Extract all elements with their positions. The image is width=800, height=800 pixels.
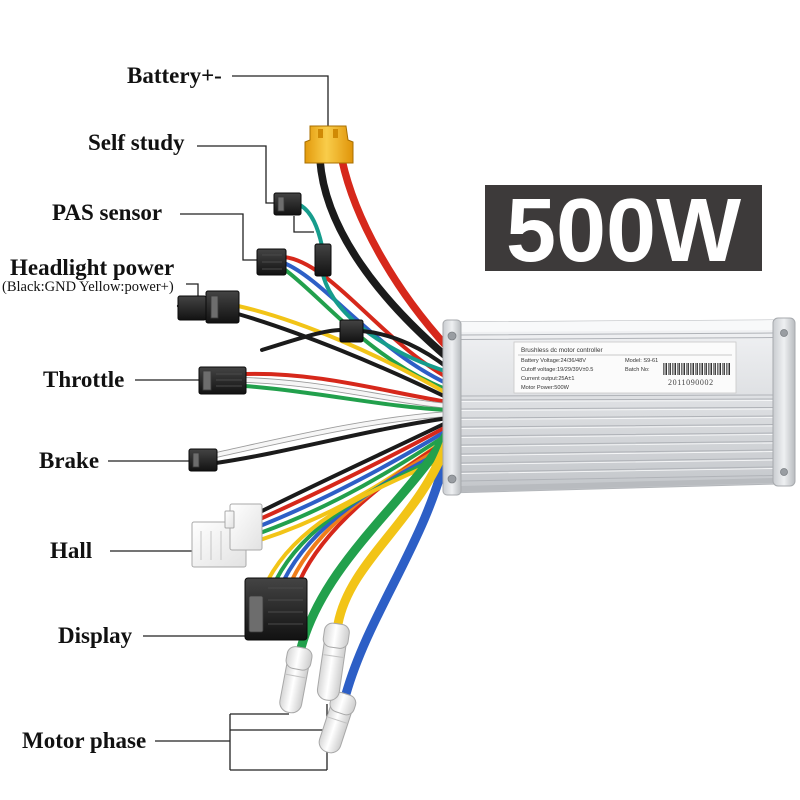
hall-black-wire <box>258 420 450 514</box>
display-ribs <box>268 587 303 625</box>
plug-collar <box>322 622 350 649</box>
plug-seam <box>285 673 306 679</box>
brake-white-wire <box>214 412 450 457</box>
battery-label: Battery+- <box>127 63 222 88</box>
headlight-polarity-note: (Black:GND Yellow:power+) <box>2 279 174 295</box>
throttle-green-wire <box>243 384 450 412</box>
throttle-white-wire <box>243 378 450 408</box>
controller-right-end-cap <box>772 317 796 487</box>
self-study-plug-b <box>314 243 332 277</box>
loop-black-wire-right <box>360 329 450 370</box>
heat-sink-fins <box>460 332 774 482</box>
hall-green-wire <box>258 432 450 535</box>
motor-phase-plug-2 <box>316 622 350 701</box>
headlight-black-wire <box>236 312 450 400</box>
throttle-latch <box>202 370 212 391</box>
hall-latch <box>224 510 235 529</box>
motor-phase-plug-1 <box>279 646 313 714</box>
display-connector <box>244 577 308 641</box>
brake-latch <box>192 452 200 468</box>
plug-seam <box>323 654 344 658</box>
motor-controller-box: Brushless dc motor controller Battery Vo… <box>442 317 796 496</box>
headlight-power-label: Headlight power <box>10 255 174 280</box>
motor-phase-blue-wire <box>341 441 453 699</box>
hall-housing-ribs <box>200 531 222 560</box>
sticker-title: Brushless dc motor controller <box>521 347 603 354</box>
loop-black-wire-left <box>260 328 343 352</box>
sticker-motor-power: Motor Power:500W <box>521 385 570 391</box>
screw-icon <box>447 474 457 484</box>
screw-icon <box>780 329 788 337</box>
controller-bottom-shade <box>461 478 773 492</box>
loop-connector-housing <box>339 319 364 343</box>
headlight-leader-line <box>186 283 199 296</box>
barcode <box>662 363 730 375</box>
motor-phase-leader-bracket <box>155 704 328 771</box>
sticker-batch-label: Batch No: <box>625 367 650 373</box>
spec-sticker: Brushless dc motor controller Battery Vo… <box>513 341 737 394</box>
screw-icon <box>780 468 788 476</box>
throttle-red-wire <box>243 371 450 404</box>
display-label: Display <box>58 623 133 648</box>
motor-phase-plug-3 <box>318 691 357 754</box>
battery-xt60-connector <box>304 125 354 164</box>
motor-phase-label: Motor phase <box>22 728 146 753</box>
plug-collar <box>285 646 313 671</box>
throttle-label: Throttle <box>43 367 124 392</box>
self-study-connector <box>273 192 332 277</box>
power-badge: 500W <box>485 181 762 281</box>
hall-connector <box>191 503 263 568</box>
hall-blue-wire <box>258 428 450 528</box>
pas-blue-wire <box>282 261 450 386</box>
sticker-battery-voltage: Battery Voltage:24/36/48V <box>521 358 586 364</box>
sticker-current-output: Current output:25A±1 <box>521 376 574 382</box>
hall-label: Hall <box>50 538 92 563</box>
xt60-body <box>304 125 354 164</box>
pas-sensor-ribs <box>262 254 282 270</box>
pas-sensor-leader-line <box>180 213 257 261</box>
self-study-leader-branch <box>293 216 314 233</box>
battery-leader-line <box>232 75 329 126</box>
sticker-batch-number: 2011090002 <box>668 378 714 387</box>
battery-positive-wire <box>338 156 452 352</box>
power-badge-text: 500W <box>506 181 741 281</box>
sticker-cutoff-voltage: Cutoff voltage:19/29/39V±0.5 <box>521 367 593 373</box>
self-study-link-wire <box>298 203 324 248</box>
self-study-latch <box>277 196 285 212</box>
headlight-latch <box>210 295 219 319</box>
plug-seam <box>327 716 348 724</box>
xt60-pin-slot <box>333 129 338 138</box>
screw-icon <box>447 331 457 341</box>
headlight-plug-female <box>177 295 207 321</box>
throttle-connector <box>198 366 247 395</box>
display-latch <box>248 595 264 633</box>
xt60-pin-slot <box>318 129 323 138</box>
brake-label: Brake <box>39 448 99 473</box>
sticker-model: Model: S9-61 <box>625 358 658 364</box>
heat-sink-fin-highlights <box>460 400 774 474</box>
pas-sensor-connector <box>256 248 287 276</box>
motor-phase-green-wire <box>296 427 453 653</box>
headlight-connector <box>177 290 240 324</box>
hall-red-wire <box>258 424 450 521</box>
pas-sensor-label: PAS sensor <box>52 200 162 225</box>
battery-negative-wire <box>316 156 452 362</box>
hall-wire-entry <box>229 503 263 551</box>
brake-black-wire <box>214 416 450 465</box>
loop-connector <box>339 319 364 343</box>
brake-connector <box>188 448 218 472</box>
self-study-label: Self study <box>88 130 185 155</box>
power-badge-background <box>485 185 762 271</box>
self-study-leader-line <box>197 145 274 204</box>
throttle-ribs <box>216 373 242 387</box>
display-red-wire <box>298 438 450 582</box>
controller-left-end-cap <box>442 319 462 496</box>
motor-phase-yellow-wire <box>333 435 453 629</box>
controller-top-highlight <box>461 320 773 332</box>
